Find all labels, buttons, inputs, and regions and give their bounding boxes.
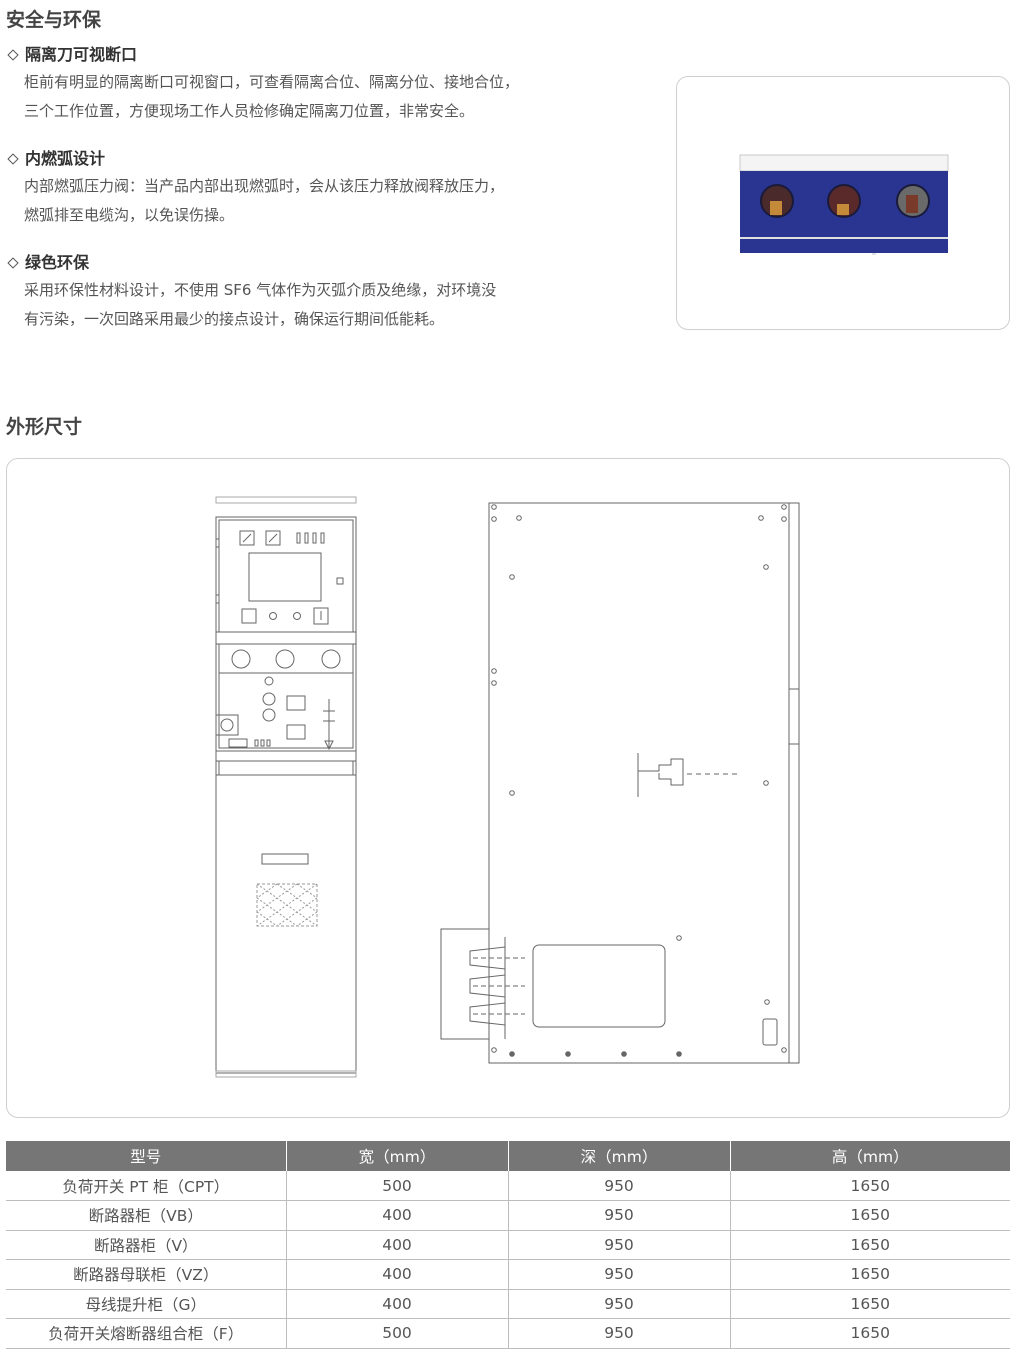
column-header-model: 型号 [6,1141,287,1171]
cell-width: 400 [286,1289,509,1319]
feature-line: 柜前有明显的隔离断口可视窗口，可查看隔离合位、隔离分位、接地合位， [24,73,520,91]
column-header-depth: 深（mm） [508,1141,731,1171]
cell-height: 1650 [730,1200,1010,1231]
cell-depth: 950 [508,1289,731,1319]
feature-heading: 绿色环保 [25,253,90,272]
table-row: 断路器柜（VB） 400 950 1650 [6,1200,1010,1231]
table-row: 断路器柜（V） 400 950 1650 [6,1230,1010,1260]
section-title-dimensions: 外形尺寸 [6,416,83,438]
isolation-window-photo [676,76,1010,330]
table-header-row: 型号 宽（mm） 深（mm） 高（mm） [6,1141,1010,1171]
feature-isolation-window: 隔离刀可视断口 柜前有明显的隔离断口可视窗口，可查看隔离合位、隔离分位、接地合位… [6,43,586,126]
feature-heading: 隔离刀可视断口 [25,45,138,64]
cell-height: 1650 [730,1259,1010,1290]
feature-line: 内部燃弧压力阀：当产品内部出现燃弧时，会从该压力释放阀释放压力， [24,177,505,195]
cell-model: 断路器母联柜（VZ） [6,1259,287,1290]
cell-model: 母线提升柜（G） [6,1289,287,1319]
cell-width: 500 [286,1171,509,1201]
table-row: 负荷开关 PT 柜（CPT） 500 950 1650 [6,1171,1010,1201]
cell-model: 负荷开关熔断器组合柜（F） [6,1318,287,1349]
cell-depth: 950 [508,1200,731,1231]
section-title-safety: 安全与环保 [6,9,102,31]
diamond-bullet-icon [7,257,19,269]
column-header-height: 高（mm） [730,1141,1010,1171]
cell-width: 400 [286,1259,509,1290]
cell-depth: 950 [508,1230,731,1260]
cell-depth: 950 [508,1259,731,1290]
diamond-bullet-icon [7,153,19,165]
feature-internal-arc: 内燃弧设计 内部燃弧压力阀：当产品内部出现燃弧时，会从该压力释放阀释放压力， 燃… [6,147,586,230]
cell-height: 1650 [730,1289,1010,1319]
cell-model: 断路器柜（VB） [6,1200,287,1231]
diamond-bullet-icon [7,49,19,61]
outline-drawing [6,458,1010,1118]
cell-depth: 950 [508,1318,731,1349]
feature-line: 燃弧排至电缆沟，以免误伤操。 [24,206,235,224]
feature-line: 有污染，一次回路采用最少的接点设计，确保运行期间低能耗。 [24,310,445,328]
column-header-width: 宽（mm） [286,1141,509,1171]
feature-line: 采用环保性材料设计，不使用 SF6 气体作为灭弧介质及绝缘，对环境没 [24,281,497,299]
feature-line: 三个工作位置，方便现场工作人员检修确定隔离刀位置，非常安全。 [24,102,475,120]
dimensions-table: 型号 宽（mm） 深（mm） 高（mm） 负荷开关 PT 柜（CPT） 500 … [6,1141,1010,1349]
cell-model: 断路器柜（V） [6,1230,287,1260]
cell-width: 400 [286,1200,509,1231]
side-view-drawing [440,502,800,1064]
cell-model: 负荷开关 PT 柜（CPT） [6,1171,287,1201]
front-view-drawing [215,496,357,1078]
table-row: 负荷开关熔断器组合柜（F） 500 950 1650 [6,1318,1010,1349]
cell-height: 1650 [730,1318,1010,1349]
table-row: 断路器母联柜（VZ） 400 950 1650 [6,1259,1010,1290]
cell-depth: 950 [508,1171,731,1201]
cell-width: 500 [286,1318,509,1349]
cell-height: 1650 [730,1171,1010,1201]
cell-width: 400 [286,1230,509,1260]
table-row: 母线提升柜（G） 400 950 1650 [6,1289,1010,1319]
feature-heading: 内燃弧设计 [25,149,106,168]
isolation-window-image [739,154,949,255]
cell-height: 1650 [730,1230,1010,1260]
feature-green: 绿色环保 采用环保性材料设计，不使用 SF6 气体作为灭弧介质及绝缘，对环境没 … [6,251,586,334]
